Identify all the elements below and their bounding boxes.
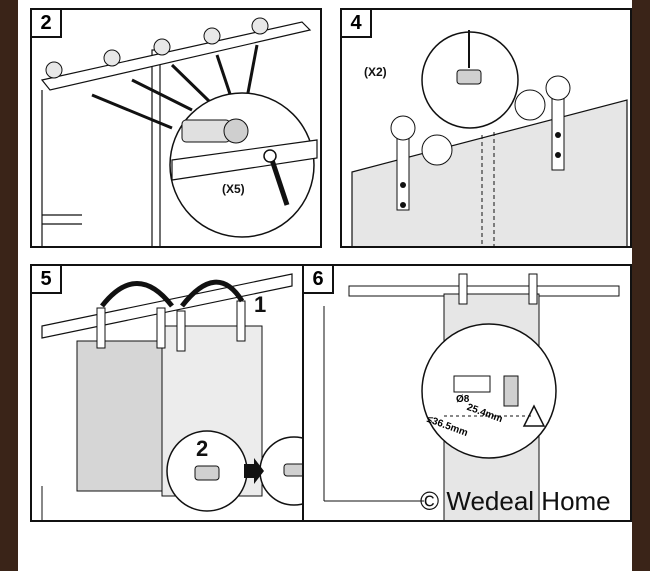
step-number-4: 4 xyxy=(342,10,372,38)
floor-guide-illustration xyxy=(323,273,620,520)
callout-number-1: 1 xyxy=(254,292,267,317)
door-hanging-illustration xyxy=(41,273,320,520)
rail-mounting-illustration xyxy=(40,17,318,246)
step-number-6: 6 xyxy=(304,266,334,294)
panel-step-4: 4 (X2) xyxy=(340,8,632,248)
watermark-text: © Wedeal Home xyxy=(420,486,611,516)
hanger-mounting-illustration xyxy=(351,30,628,246)
bolt-diameter-label: Ø8 xyxy=(456,394,470,405)
left-frame-bar xyxy=(0,0,18,571)
callout-number-2: 2 xyxy=(196,436,209,461)
panel-step-2: 2 (X5) xyxy=(30,8,322,248)
step-number-5: 5 xyxy=(32,266,62,294)
quantity-label-x5: (X5) xyxy=(222,182,245,196)
quantity-label-x2: (X2) xyxy=(364,65,387,79)
right-frame-bar xyxy=(632,0,650,571)
panel-step-5: 5 1 2 xyxy=(30,264,322,522)
panel-step-6: 6 25.4mm ≤36.5mm Ø8 xyxy=(302,264,632,522)
step-number-2: 2 xyxy=(32,10,62,38)
